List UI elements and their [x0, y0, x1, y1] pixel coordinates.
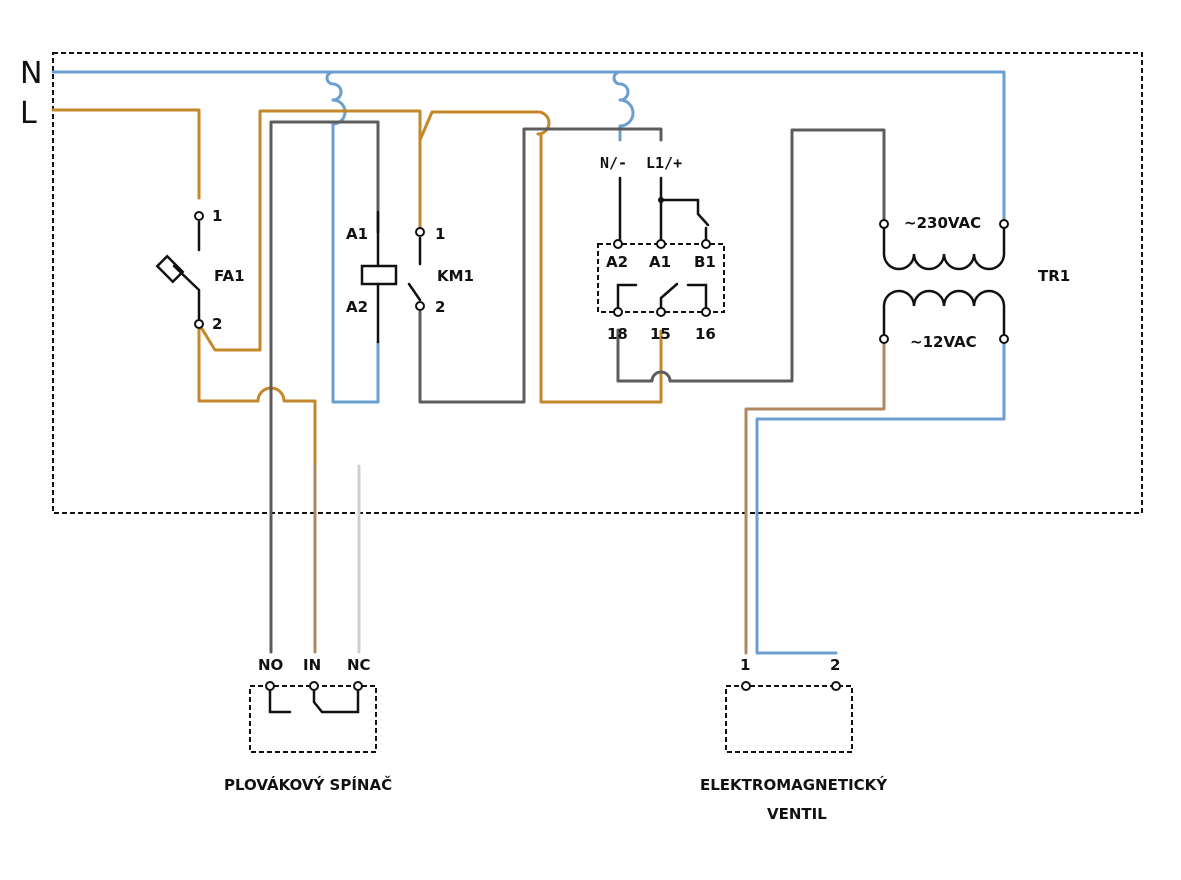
relay-a2-label: A2 — [606, 253, 628, 271]
fa1-terminal-2 — [194, 319, 204, 329]
float-in-label: IN — [303, 656, 321, 674]
relay-a1-label: A1 — [649, 253, 671, 271]
transformer-tr1: ~230VAC ~12VAC TR1 — [879, 214, 1070, 351]
valve-title-line1: ELEKTROMAGNETICKÝ — [700, 775, 888, 794]
relay-16-label: 16 — [695, 325, 716, 343]
neutral-supply-label: N — [20, 56, 42, 91]
km1-pin2-label: 2 — [435, 298, 445, 316]
valve-pin2-label: 2 — [830, 656, 840, 674]
valve-housing — [725, 685, 853, 753]
float-switch-title: PLOVÁKOVÝ SPÍNAČ — [224, 775, 392, 794]
phase-wire-fa1-out — [197, 109, 663, 404]
km1-coil — [360, 264, 398, 286]
tr1-secondary-label: ~12VAC — [910, 333, 977, 351]
fa1-breaker: 1 2 FA1 — [155, 207, 245, 333]
valve-title-line2: VENTIL — [767, 805, 827, 823]
fa1-terminal-1 — [194, 211, 204, 221]
fa1-pin1-label: 1 — [212, 207, 222, 225]
control-wire-relay-18 — [616, 128, 886, 383]
relay-supply-n-label: N/- — [600, 154, 627, 172]
km1-a1-label: A1 — [346, 225, 368, 243]
phase-supply-label: L — [20, 96, 37, 131]
km1-a2-label: A2 — [346, 298, 368, 316]
secondary-wire-2 — [755, 337, 1006, 655]
phase-wire-fa1 — [51, 108, 201, 200]
neutral-wire-transformer — [331, 70, 1006, 226]
fa1-label: FA1 — [214, 267, 245, 285]
tr1-label: TR1 — [1038, 267, 1070, 285]
km1-contactor: A1 A2 1 2 KM1 — [346, 210, 474, 344]
relay-15-label: 15 — [650, 325, 671, 343]
control-wire-km1-out — [418, 127, 663, 404]
level-relay: N/- L1/+ A2 A1 B1 18 15 16 — [597, 154, 725, 343]
km1-label: KM1 — [437, 267, 474, 285]
float-switch: NO IN NC PLOVÁKOVÝ SPÍNAČ — [224, 656, 392, 794]
tr1-secondary-winding — [882, 289, 1006, 337]
relay-b1-label: B1 — [694, 253, 716, 271]
float-no-label: NO — [258, 656, 283, 674]
control-wire-float-no — [269, 120, 380, 654]
neutral-wire — [51, 70, 380, 404]
neutral-wire-relay — [612, 70, 635, 142]
valve-pin1-label: 1 — [740, 656, 750, 674]
solenoid-valve: 1 2 ELEKTROMAGNETICKÝ VENTIL — [700, 656, 888, 823]
relay-18-label: 18 — [607, 325, 628, 343]
enclosure-outline — [52, 52, 1143, 514]
km1-terminal-2 — [415, 301, 425, 311]
tr1-primary-winding — [882, 226, 1006, 271]
float-nc-label: NC — [347, 656, 371, 674]
tr1-primary-label: ~230VAC — [904, 214, 981, 232]
km1-pin1-label: 1 — [435, 225, 445, 243]
fa1-pin2-label: 2 — [212, 315, 222, 333]
km1-terminal-1 — [415, 227, 425, 237]
secondary-wire-1 — [744, 337, 886, 655]
relay-supply-l-label: L1/+ — [646, 154, 682, 172]
phase-wire-float-in — [197, 322, 317, 468]
